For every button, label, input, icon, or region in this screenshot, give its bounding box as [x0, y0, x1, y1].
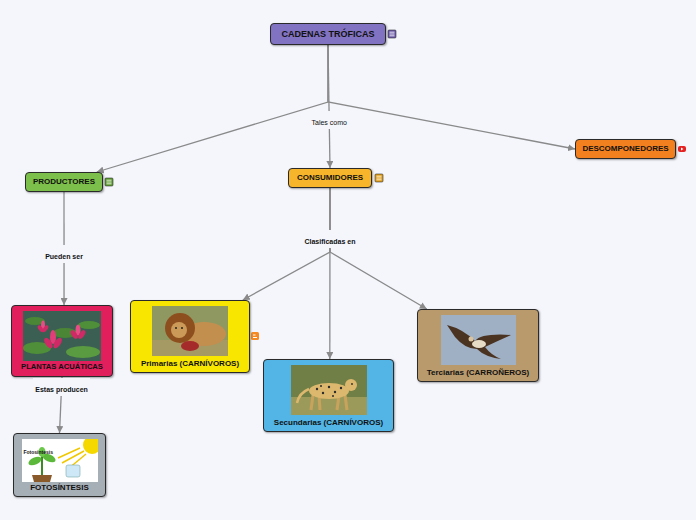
grass: [152, 306, 228, 356]
note-icons: [105, 30, 686, 340]
cheetah-spots: [315, 383, 352, 397]
edge-label-patch: Tales como: [310, 111, 349, 129]
connectors: [60, 45, 576, 433]
photosynthesis-figure: [22, 439, 98, 482]
lily-pad: [66, 346, 100, 358]
prey: [181, 341, 199, 351]
node-text: PRODUCTORES: [33, 177, 95, 186]
image-box: Primarias (CARNÍVOROS): [130, 300, 250, 373]
lotus-flower: [69, 325, 87, 341]
lily-pad: [78, 321, 100, 329]
water: [23, 311, 101, 361]
arrow-connector: [97, 45, 328, 172]
vulture-head: [468, 337, 473, 342]
lion-face: [171, 322, 187, 338]
cheetah-body: [309, 383, 349, 399]
node-text: Secundarias (CARNÍVOROS): [274, 418, 383, 427]
image-box: PLANTAS ACUÁTICAS: [11, 305, 113, 377]
edge-label: Pueden ser: [45, 253, 83, 260]
edge-label-patch: Clasificadas en: [302, 230, 357, 248]
image-box: Secundarias (CARNÍVOROS): [263, 359, 394, 432]
edge-label-patch: Pueden ser: [43, 245, 85, 263]
video-icon: [678, 146, 686, 152]
leaf: [27, 455, 43, 467]
node-text: PLANTAS ACUÁTICAS: [21, 363, 103, 372]
category-box: CONSUMIDORES: [288, 168, 372, 188]
cheetah-head: [345, 379, 357, 391]
lion-photo: [152, 306, 228, 356]
note-icon: [388, 30, 396, 38]
node-text: DESCOMPONEDORES: [582, 144, 668, 153]
node-text: Primarias (CARNÍVOROS): [141, 359, 239, 368]
ground: [291, 397, 367, 415]
image-box: Terciarias (CARROÑEROS): [417, 309, 539, 382]
edge-label: Clasificadas en: [304, 238, 355, 245]
sky: [441, 315, 516, 365]
vulture-wings: [447, 325, 511, 359]
node-text: CADENAS TRÓFICAS: [281, 29, 374, 39]
edge-label-patch: Estas producen: [33, 378, 90, 396]
note-icon: [105, 178, 113, 186]
arrow-connector: [328, 45, 575, 149]
category-box: PRODUCTORES: [25, 172, 103, 192]
soil: [32, 475, 52, 482]
edge-label: Estas producen: [35, 386, 88, 393]
note-icon: [375, 174, 383, 182]
lotus-flower: [37, 321, 50, 334]
lotus-flower: [42, 330, 63, 350]
label-holder: Fotosíntesis: [24, 440, 53, 458]
figure-caption: Fotosíntesis: [24, 449, 53, 455]
image-box: FOTOSÍNTESIS Fotosíntesis: [13, 433, 106, 497]
blog-icon: [251, 332, 259, 340]
arrow-connector: [330, 188, 427, 309]
node-text: CONSUMIDORES: [297, 173, 363, 182]
cell-detail: [66, 465, 80, 477]
cheetah-photo: [291, 365, 367, 415]
sun: [83, 439, 98, 454]
category-box: DESCOMPONEDORES: [575, 139, 676, 159]
node-text: FOTOSÍNTESIS: [30, 483, 89, 492]
vulture-photo: [441, 315, 516, 365]
edge-label: Tales como: [312, 119, 347, 126]
node-text: Terciarias (CARROÑEROS): [427, 368, 530, 377]
grass: [291, 365, 367, 415]
root-box: CADENAS TRÓFICAS: [270, 23, 386, 45]
lion-mane: [165, 313, 195, 343]
lotus-photo: [23, 311, 101, 361]
vulture-ruff: [472, 340, 486, 348]
